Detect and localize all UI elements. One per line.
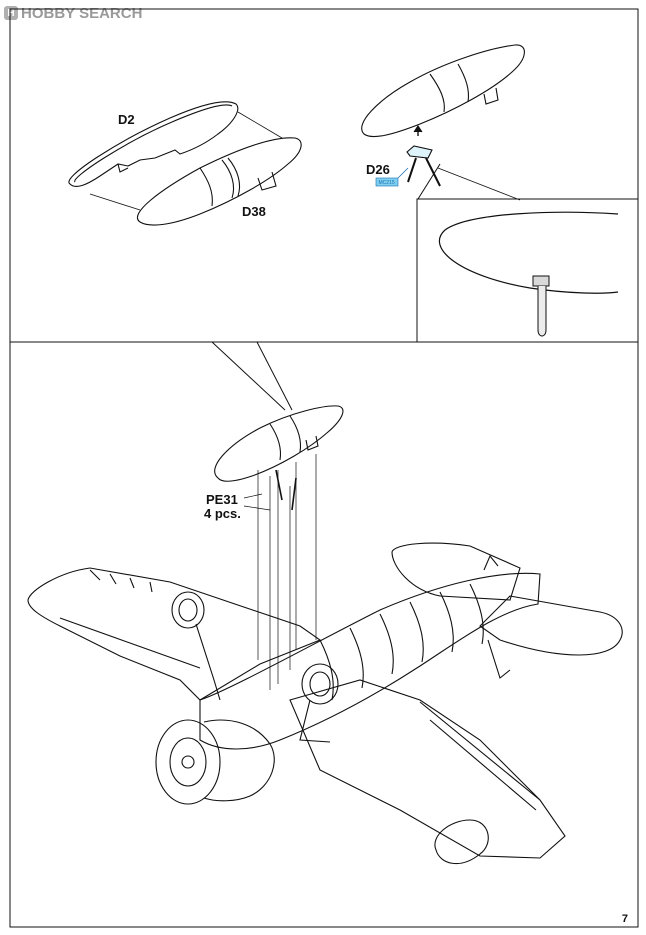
aircraft-illustration <box>27 542 623 865</box>
part-label-d38: D38 <box>242 204 266 219</box>
detail-inset <box>416 163 639 343</box>
part-label-d26: D26 <box>366 162 390 177</box>
page-number: 7 <box>622 913 628 925</box>
part-label-pe31-quantity: 4 pcs. <box>204 506 241 521</box>
part-label-pe31: PE31 <box>206 492 238 507</box>
callout-to-aircraft <box>211 341 293 411</box>
color-code-tag-text: MC215 <box>379 180 395 186</box>
drop-tank-assembly-d2-d38 <box>68 101 302 226</box>
tank-on-aircraft <box>214 405 344 690</box>
part-label-d2: D2 <box>118 112 135 127</box>
color-code-tag <box>375 177 399 187</box>
assembled-drop-tank <box>361 44 525 138</box>
page-frame <box>9 8 639 928</box>
part-d26-sway-brace <box>397 145 521 201</box>
